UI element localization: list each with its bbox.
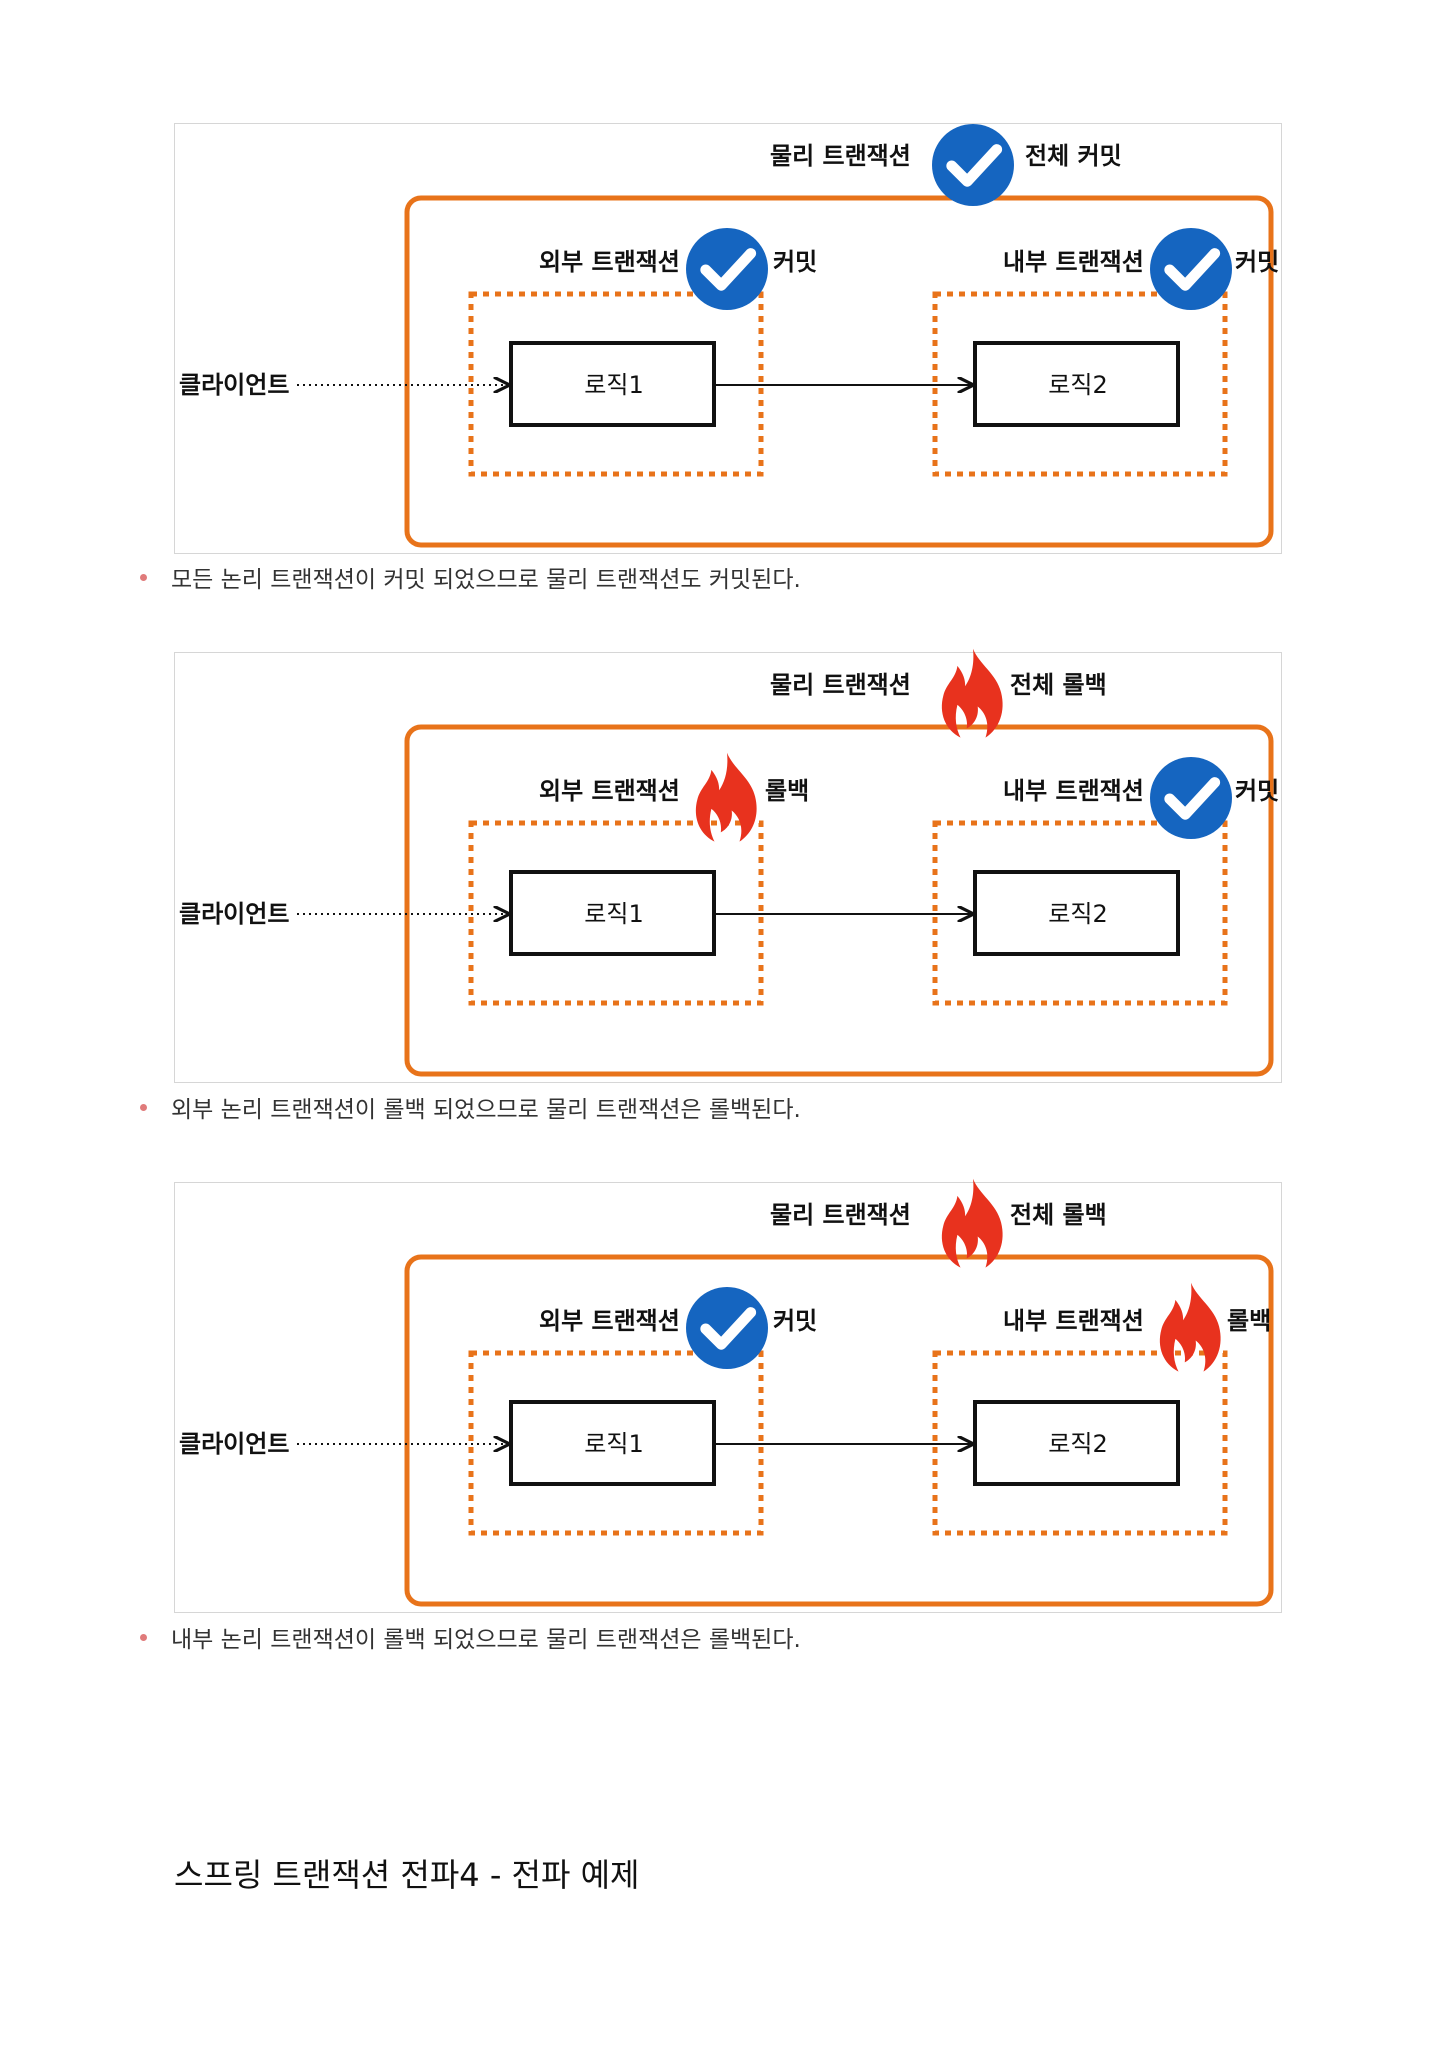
physical-transaction-label: 물리 트랜잭션 <box>770 142 911 170</box>
diagram-shapes <box>297 1254 1274 1607</box>
physical-transaction-box <box>404 195 1274 548</box>
physical-result-label: 전체 롤백 <box>1010 1201 1107 1229</box>
bullet-item: 모든 논리 트랜잭션이 커밋 되었으므로 물리 트랜잭션도 커밋된다. <box>140 560 801 594</box>
bullet-item: 외부 논리 트랜잭션이 롤백 되었으므로 물리 트랜잭션은 롤백된다. <box>140 1090 801 1124</box>
client-label: 클라이언트 <box>179 900 290 928</box>
bullet-dot-icon <box>140 1634 147 1641</box>
inner-result-label: 커밋 <box>1235 777 1280 805</box>
logic1-box <box>509 341 716 427</box>
outer-transaction-label: 외부 트랜잭션 <box>539 777 680 805</box>
diagram-shapes <box>297 724 1274 1077</box>
inner-result-check-icon <box>1150 757 1232 839</box>
logic2-box <box>973 1400 1180 1486</box>
logic1-label: 로직1 <box>584 900 644 928</box>
physical-result-check-icon <box>932 124 1014 206</box>
physical-result-flame-icon <box>941 1178 1003 1268</box>
logic2-box <box>973 341 1180 427</box>
inner-transaction-box <box>932 1350 1228 1536</box>
bullet-text: 외부 논리 트랜잭션이 롤백 되었으므로 물리 트랜잭션은 롤백된다. <box>171 1097 801 1123</box>
outer-result-label: 롤백 <box>765 777 810 805</box>
client-label: 클라이언트 <box>179 371 290 399</box>
physical-result-flame-icon <box>941 648 1003 738</box>
logic2-box <box>973 870 1180 956</box>
logic2-label: 로직2 <box>1048 900 1108 928</box>
outer-result-label: 커밋 <box>773 1307 818 1335</box>
inner-transaction-label: 내부 트랜잭션 <box>1003 248 1144 276</box>
transaction-diagram: 물리 트랜잭션 전체 롤백 외부 트랜잭션 롤백 내부 트랜잭션 커밋 클라이언… <box>174 648 1282 1083</box>
inner-transaction-box <box>932 820 1228 1006</box>
logic2-label: 로직2 <box>1048 1430 1108 1458</box>
bullet-text: 내부 논리 트랜잭션이 롤백 되었으므로 물리 트랜잭션은 롤백된다. <box>171 1627 801 1653</box>
transaction-diagram: 물리 트랜잭션 전체 롤백 외부 트랜잭션 커밋 내부 트랜잭션 롤백 클라이언… <box>174 1178 1282 1613</box>
bullet-item: 내부 논리 트랜잭션이 롤백 되었으므로 물리 트랜잭션은 롤백된다. <box>140 1620 801 1654</box>
physical-transaction-label: 물리 트랜잭션 <box>770 671 911 699</box>
physical-transaction-label: 물리 트랜잭션 <box>770 1201 911 1229</box>
inner-transaction-box <box>932 291 1228 477</box>
logic1-box <box>509 870 716 956</box>
physical-transaction-box <box>404 1254 1274 1607</box>
physical-result-label: 전체 커밋 <box>1025 142 1122 170</box>
bullet-dot-icon <box>140 1104 147 1111</box>
outer-result-check-icon <box>686 228 768 310</box>
inner-result-flame-icon <box>1159 1282 1221 1372</box>
bullet-text: 모든 논리 트랜잭션이 커밋 되었으므로 물리 트랜잭션도 커밋된다. <box>171 567 801 593</box>
logic2-label: 로직2 <box>1048 371 1108 399</box>
inner-transaction-label: 내부 트랜잭션 <box>1003 777 1144 805</box>
bullet-dot-icon <box>140 574 147 581</box>
outer-transaction-box <box>468 291 764 477</box>
inner-result-label: 커밋 <box>1235 248 1280 276</box>
inner-result-check-icon <box>1150 228 1232 310</box>
transaction-diagram: 물리 트랜잭션 전체 커밋 외부 트랜잭션 커밋 내부 트랜잭션 커밋 클라이언… <box>174 123 1282 554</box>
physical-result-label: 전체 롤백 <box>1010 671 1107 699</box>
outer-transaction-box <box>468 820 764 1006</box>
outer-transaction-label: 외부 트랜잭션 <box>539 248 680 276</box>
client-label: 클라이언트 <box>179 1430 290 1458</box>
inner-transaction-label: 내부 트랜잭션 <box>1003 1307 1144 1335</box>
logic1-label: 로직1 <box>584 1430 644 1458</box>
physical-transaction-box <box>404 724 1274 1077</box>
outer-result-label: 커밋 <box>773 248 818 276</box>
logic1-label: 로직1 <box>584 371 644 399</box>
section-heading: 스프링 트랜잭션 전파4 - 전파 예제 <box>174 1856 640 1894</box>
outer-result-flame-icon <box>695 752 757 842</box>
diagram-shapes <box>297 195 1274 548</box>
outer-result-check-icon <box>686 1287 768 1369</box>
outer-transaction-box <box>468 1350 764 1536</box>
outer-transaction-label: 외부 트랜잭션 <box>539 1307 680 1335</box>
inner-result-label: 롤백 <box>1227 1307 1272 1335</box>
